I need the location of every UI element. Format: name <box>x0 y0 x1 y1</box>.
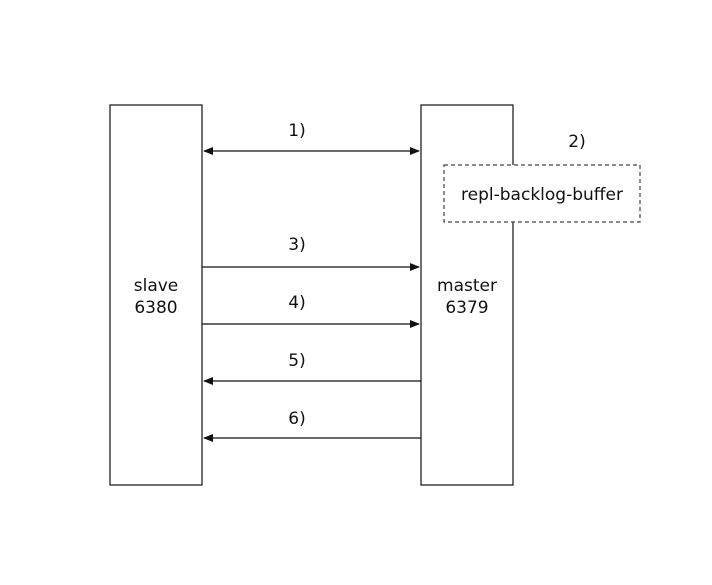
buffer-name: repl-backlog-buffer <box>461 185 623 205</box>
slave-box <box>109 104 203 486</box>
master-port: 6379 <box>445 298 488 318</box>
step-4-label: 4) <box>288 293 305 313</box>
step-3-label: 3) <box>288 235 305 255</box>
slave-node: slave 6380 <box>109 104 203 486</box>
slave-port: 6380 <box>134 298 177 318</box>
step-2-label: 2) <box>568 132 585 152</box>
slave-name: slave <box>134 276 179 296</box>
step-4: 4) <box>202 293 420 328</box>
step-5: 5) <box>203 351 421 385</box>
buffer-node: repl-backlog-buffer <box>443 164 641 223</box>
master-node: master 6379 <box>420 104 514 486</box>
step-5-label: 5) <box>288 351 305 371</box>
step-3: 3) <box>202 235 420 271</box>
master-name: master <box>437 276 497 296</box>
step-1-label: 1) <box>288 121 305 141</box>
buffer-box <box>443 164 641 223</box>
step-6: 6) <box>203 409 421 442</box>
step-2: 2) <box>568 132 585 152</box>
step-1: 1) <box>203 121 420 155</box>
step-6-label: 6) <box>288 409 305 429</box>
